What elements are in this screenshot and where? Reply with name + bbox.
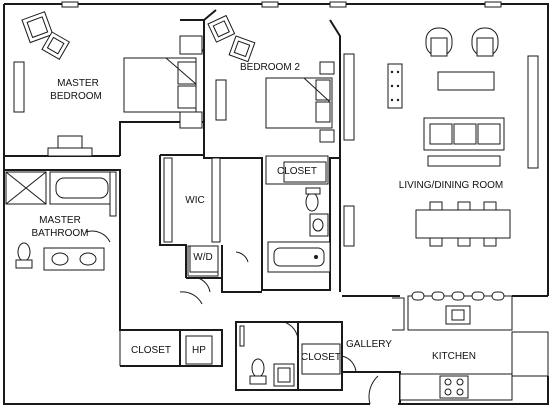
label-master-bedroom-line2: BEDROOM (50, 91, 102, 102)
door-swings (85, 39, 379, 405)
label-heat-pump: HP (192, 345, 206, 356)
label-master-bathroom-line2: BATHROOM (31, 228, 88, 239)
label-closet-hall: CLOSET (131, 345, 171, 356)
powder-room-fixtures (239, 325, 295, 387)
master-bedroom-furniture (13, 11, 203, 157)
label-kitchen: KITCHEN (432, 351, 476, 362)
label-master-bedroom-line1: MASTER (57, 78, 99, 89)
kitchen-fixtures (392, 291, 549, 401)
bathroom-2-fixtures (265, 155, 331, 273)
room-labels: MASTER BEDROOM BEDROOM 2 LIVING/DINING R… (31, 62, 503, 363)
label-boxes (185, 161, 341, 375)
label-living-dining: LIVING/DINING ROOM (399, 180, 503, 191)
exterior-walls (3, 1, 549, 405)
wic-fixtures (163, 157, 221, 277)
master-bathroom-fixtures (5, 171, 117, 271)
label-wic: WIC (185, 195, 204, 206)
bedroom-2-furniture (207, 14, 355, 143)
label-closet-gallery: CLOSET (301, 352, 341, 363)
living-room-furniture (343, 27, 539, 247)
label-washer-dryer: W/D (193, 252, 212, 263)
label-closet-bedroom-2: CLOSET (277, 166, 317, 177)
label-bedroom-2: BEDROOM 2 (240, 62, 300, 73)
label-gallery: GALLERY (346, 339, 392, 350)
label-master-bathroom-line1: MASTER (39, 215, 81, 226)
